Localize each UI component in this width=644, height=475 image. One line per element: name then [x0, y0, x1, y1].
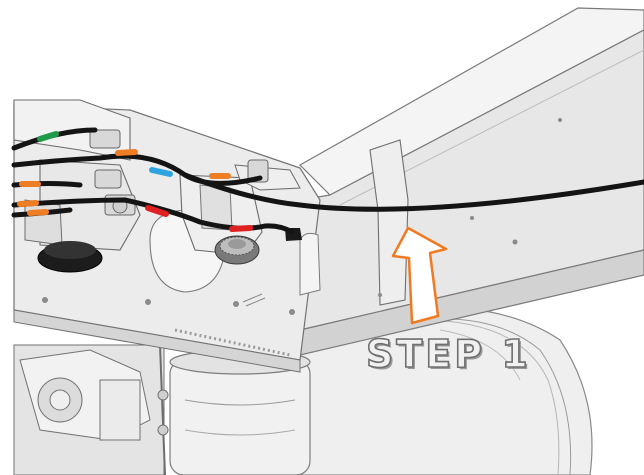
wheel-and-tire: [299, 306, 593, 475]
cable-second: [11, 153, 263, 186]
callout-arrow: [391, 226, 448, 325]
frame-rail: [299, 7, 644, 356]
step-label: STEP 1: [365, 332, 531, 376]
main-cable: [182, 172, 644, 212]
suspension-parts: [13, 344, 169, 475]
cable-harness: [11, 127, 644, 235]
cable-red: [11, 197, 295, 235]
